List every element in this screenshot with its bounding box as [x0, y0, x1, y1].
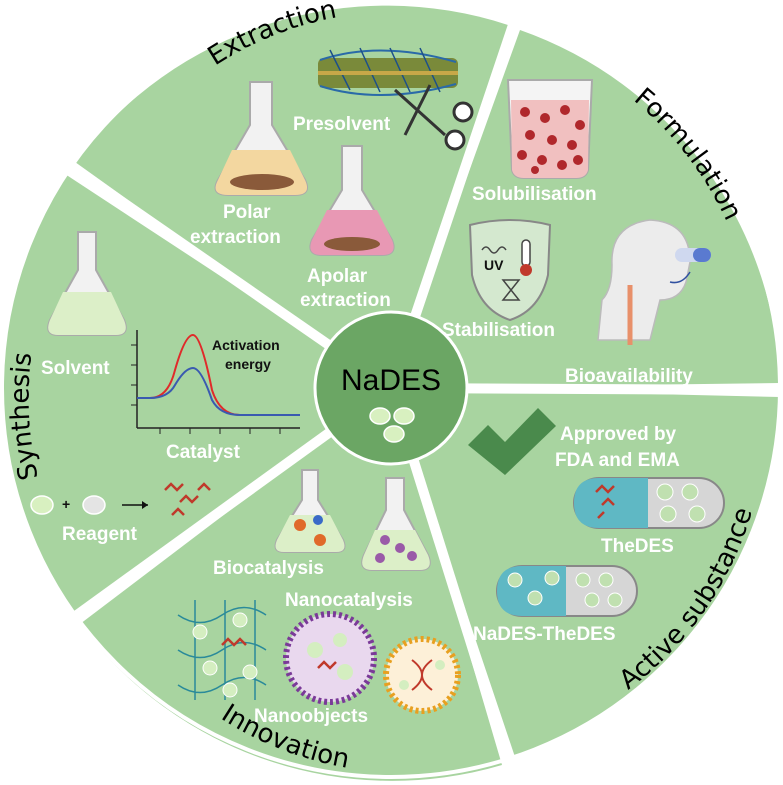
label-polar-line2: extraction — [190, 227, 281, 248]
flask-solvent-icon — [47, 231, 127, 336]
label-solvent: Solvent — [41, 358, 110, 379]
pill-icon — [669, 248, 711, 284]
label-thedes: TheDES — [601, 536, 674, 557]
fiber-bundle-icon — [318, 47, 458, 96]
flask-apolar-icon — [309, 145, 395, 256]
beaker-icon — [506, 79, 594, 179]
label-reagent: Reagent — [62, 524, 138, 545]
reagent-scheme-icon — [30, 482, 211, 516]
liposome-icon — [383, 636, 461, 714]
flask-polar-icon — [214, 81, 308, 196]
uv-label: UV — [484, 257, 504, 273]
center-circle — [313, 310, 469, 466]
capsule-thedes-icon — [573, 477, 725, 529]
label-apolar-line2: extraction — [300, 290, 391, 311]
center-droplets-icon — [369, 407, 415, 443]
label-presolvent: Presolvent — [293, 114, 391, 135]
label-catalyst: Catalyst — [166, 442, 241, 463]
polymer-network-icon — [177, 600, 267, 700]
label-bioavailability: Bioavailability — [565, 366, 693, 387]
human-head-icon — [597, 219, 691, 345]
center-title: NaDES — [341, 364, 441, 397]
capsule-nadesthedes-icon — [496, 565, 638, 617]
flask-biocatalysis-icon — [274, 469, 346, 553]
hourglass-icon — [501, 279, 521, 301]
label-approved-line2: FDA and EMA — [555, 450, 680, 471]
label-activation-line2: energy — [225, 356, 271, 372]
label-stabilisation: Stabilisation — [442, 320, 555, 341]
label-biocatalysis: Biocatalysis — [213, 558, 324, 579]
label-apolar-line1: Apolar — [307, 266, 368, 287]
wedge-extraction — [75, 5, 508, 389]
checkmark-icon — [468, 408, 556, 475]
thermometer-icon — [520, 239, 532, 276]
flask-nanocatalysis-icon — [361, 477, 431, 571]
label-nanoobjects: Nanoobjects — [254, 706, 368, 727]
label-activation-line1: Activation — [212, 337, 280, 353]
label-nades-thedes: NaDES-TheDES — [473, 624, 616, 645]
label-nanocatalysis: Nanocatalysis — [285, 590, 413, 611]
energy-chart-icon — [131, 330, 300, 434]
label-approved-line1: Approved by — [560, 424, 677, 445]
scissors-icon — [393, 84, 474, 151]
label-polar-line1: Polar — [223, 202, 271, 223]
label-plus: + — [62, 496, 70, 512]
micelle-icon — [283, 611, 377, 705]
label-solubilisation: Solubilisation — [472, 184, 597, 205]
